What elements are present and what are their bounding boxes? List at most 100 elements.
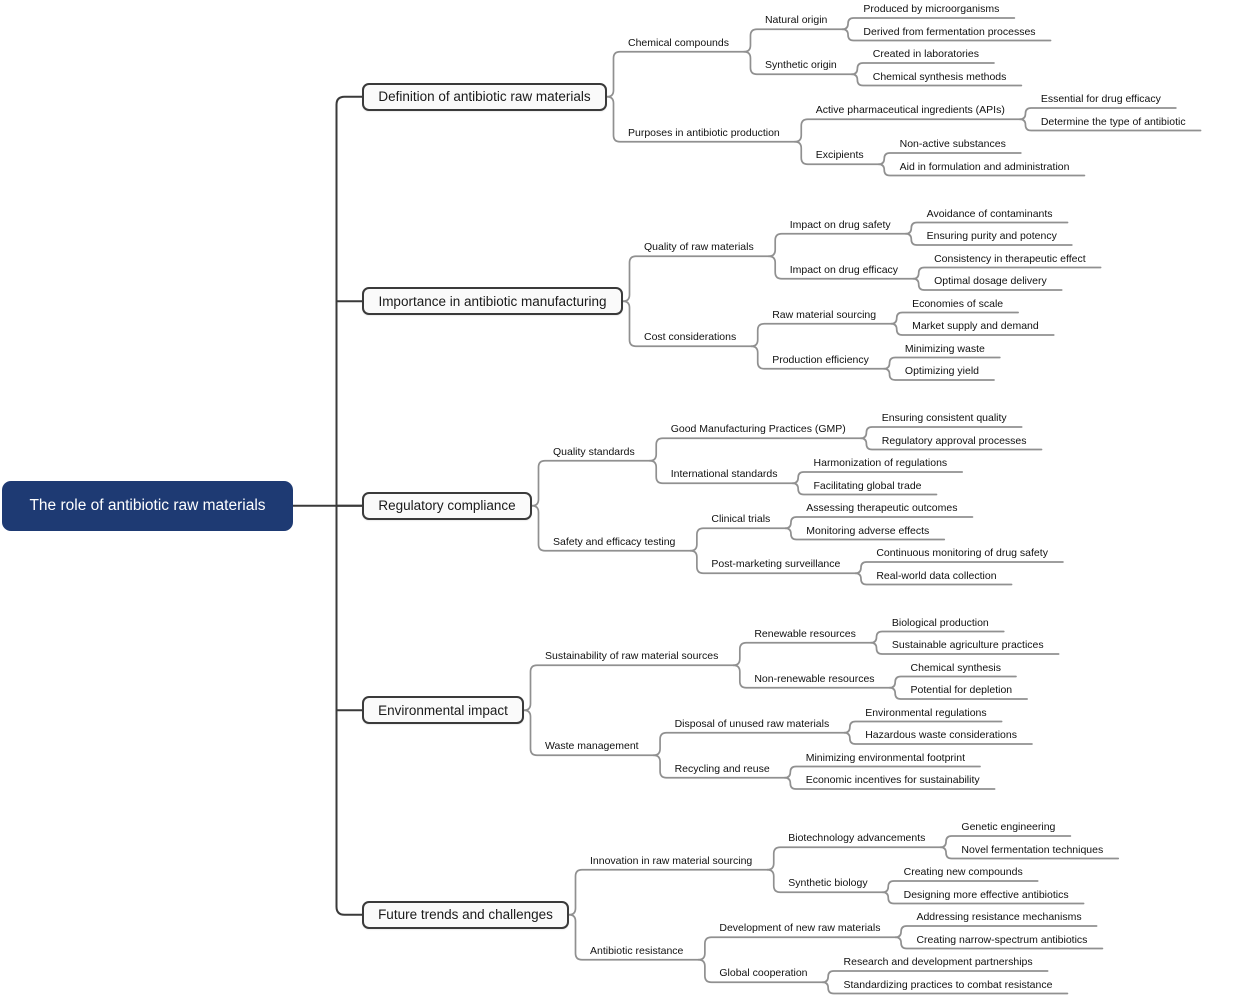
link-line (843, 720, 1003, 734)
node-assessing-therapeutic-outcomes[interactable]: Assessing therapeutic outcomes (806, 502, 958, 514)
link-line (877, 163, 1086, 177)
node-research-and-development-partnerships[interactable]: Research and development partnerships (843, 956, 1033, 968)
link-line (890, 322, 1055, 336)
node-purposes-in-antibiotic-production[interactable]: Purposes in antibiotic production (628, 126, 780, 139)
node-harmonization-of-regulations[interactable]: Harmonization of regulations (813, 457, 948, 469)
node-environmental-impact[interactable]: Environmental impact (362, 696, 524, 725)
node-optimal-dosage-delivery[interactable]: Optimal dosage delivery (934, 275, 1047, 287)
node-created-in-laboratories[interactable]: Created in laboratories (872, 48, 979, 60)
node-non-renewable-resources[interactable]: Non-renewable resources (754, 672, 875, 685)
node-designing-more-effective-antibiotics[interactable]: Designing more effective antibiotics (903, 888, 1069, 901)
node-avoidance-of-contaminants[interactable]: Avoidance of contaminants (926, 207, 1053, 220)
node-hazardous-waste-considerations[interactable]: Hazardous waste considerations (865, 729, 1017, 741)
node-quality-of-raw-materials[interactable]: Quality of raw materials (644, 241, 754, 254)
node-importance-in-antibiotic-manufacturing[interactable]: Importance in antibiotic manufacturing (362, 287, 623, 316)
node-biological-production[interactable]: Biological production (891, 616, 989, 629)
node-chemical-synthesis-methods[interactable]: Chemical synthesis methods (872, 70, 1007, 83)
node-definition-of-antibiotic-raw-materials[interactable]: Definition of antibiotic raw materials (362, 82, 607, 111)
node-potential-for-depletion[interactable]: Potential for depletion (910, 684, 1013, 696)
node-minimizing-waste[interactable]: Minimizing waste (904, 342, 985, 355)
link-line (888, 675, 1017, 689)
node-good-manufacturing-practices-gmp[interactable]: Good Manufacturing Practices (GMP) (670, 423, 846, 436)
link-line (859, 437, 1043, 451)
node-genetic-engineering[interactable]: Genetic engineering (961, 821, 1056, 833)
node-renewable-resources[interactable]: Renewable resources (754, 627, 856, 640)
node-natural-origin[interactable]: Natural origin (764, 14, 828, 27)
node-clinical-trials[interactable]: Clinical trials (711, 513, 771, 526)
node-innovation-in-raw-material-sourcing[interactable]: Innovation in raw material sourcing (590, 854, 753, 867)
node-excipients[interactable]: Excipients (815, 149, 864, 162)
node-chemical-synthesis[interactable]: Chemical synthesis (910, 661, 1001, 674)
node-ensuring-consistent-quality[interactable]: Ensuring consistent quality (881, 412, 1007, 424)
node-novel-fermentation-techniques[interactable]: Novel fermentation techniques (961, 843, 1104, 856)
node-aid-in-formulation-and-administration[interactable]: Aid in formulation and administration (899, 160, 1070, 173)
node-economies-of-scale[interactable]: Economies of scale (912, 297, 1004, 310)
node-consistency-in-therapeutic-effect[interactable]: Consistency in therapeutic effect (934, 252, 1086, 265)
node-economic-incentives-for-sustainability[interactable]: Economic incentives for sustainability (805, 774, 980, 786)
node-antibiotic-resistance[interactable]: Antibiotic resistance (590, 944, 684, 957)
node-future-trends-and-challenges[interactable]: Future trends and challenges (362, 900, 569, 929)
link-line (783, 765, 981, 779)
node-biotechnology-advancements[interactable]: Biotechnology advancements (788, 832, 926, 845)
node-synthetic-biology[interactable]: Synthetic biology (788, 877, 868, 890)
node-environmental-regulations[interactable]: Environmental regulations (865, 706, 987, 719)
link-line (881, 880, 1039, 894)
node-minimizing-environmental-footprint[interactable]: Minimizing environmental footprint (805, 751, 966, 764)
node-essential-for-drug-efficacy[interactable]: Essential for drug efficacy (1040, 93, 1161, 105)
node-impact-on-drug-efficacy[interactable]: Impact on drug efficacy (789, 263, 899, 276)
node-real-world-data-collection[interactable]: Real-world data collection (876, 569, 997, 582)
node-production-efficiency[interactable]: Production efficiency (772, 353, 869, 366)
node-regulatory-approval-processes[interactable]: Regulatory approval processes (881, 434, 1027, 447)
link-line (697, 936, 897, 961)
node-facilitating-global-trade[interactable]: Facilitating global trade (813, 479, 922, 492)
root-node[interactable]: The role of antibiotic raw materials (2, 480, 293, 531)
link-line (767, 232, 907, 258)
link-line (912, 266, 1102, 280)
node-quality-standards[interactable]: Quality standards (553, 445, 635, 458)
link-line (821, 981, 1069, 995)
link-line (523, 709, 655, 757)
node-chemical-compounds[interactable]: Chemical compounds (628, 36, 729, 49)
node-regulatory-compliance[interactable]: Regulatory compliance (362, 491, 532, 520)
node-waste-management[interactable]: Waste management (545, 740, 639, 753)
node-sustainability-of-raw-material-sources[interactable]: Sustainability of raw material sources (545, 650, 719, 663)
link-line (883, 356, 1001, 370)
node-raw-material-sourcing[interactable]: Raw material sourcing (772, 308, 877, 321)
link-line (606, 50, 745, 98)
link-line (766, 868, 884, 894)
node-standardizing-practices-to-combat-resistance[interactable]: Standardizing practices to combat resist… (843, 978, 1053, 991)
node-derived-from-fermentation-processes[interactable]: Derived from fermentation processes (863, 25, 1036, 38)
link-line (793, 118, 1021, 143)
node-creating-narrow-spectrum-antibiotics[interactable]: Creating narrow-spectrum antibiotics (916, 933, 1088, 946)
node-continuous-monitoring-of-drug-safety[interactable]: Continuous monitoring of drug safety (876, 547, 1048, 559)
link-line (523, 664, 735, 712)
node-global-cooperation[interactable]: Global cooperation (719, 967, 808, 980)
link-line (743, 50, 853, 76)
node-optimizing-yield[interactable]: Optimizing yield (904, 365, 980, 377)
link-line (531, 504, 692, 552)
node-non-active-substances[interactable]: Non-active substances (899, 138, 1006, 150)
link-line (939, 835, 1072, 849)
link-line (732, 664, 891, 689)
node-produced-by-microorganisms[interactable]: Produced by microorganisms (863, 3, 1000, 15)
node-addressing-resistance-mechanisms[interactable]: Addressing resistance mechanisms (916, 911, 1082, 923)
node-market-supply-and-demand[interactable]: Market supply and demand (912, 320, 1039, 332)
node-determine-the-type-of-antibiotic[interactable]: Determine the type of antibiotic (1040, 115, 1186, 128)
node-international-standards[interactable]: International standards (670, 468, 778, 481)
node-development-of-new-raw-materials[interactable]: Development of new raw materials (719, 922, 881, 935)
node-active-pharmaceutical-ingredients-apis[interactable]: Active pharmaceutical ingredients (APIs) (815, 104, 1005, 117)
link-line (939, 846, 1120, 860)
node-monitoring-adverse-effects[interactable]: Monitoring adverse effects (806, 524, 930, 537)
node-safety-and-efficacy-testing[interactable]: Safety and efficacy testing (553, 535, 676, 548)
node-ensuring-purity-and-potency[interactable]: Ensuring purity and potency (926, 230, 1057, 242)
node-synthetic-origin[interactable]: Synthetic origin (764, 59, 837, 72)
node-cost-considerations[interactable]: Cost considerations (644, 331, 737, 344)
node-creating-new-compounds[interactable]: Creating new compounds (903, 866, 1023, 878)
node-sustainable-agriculture-practices[interactable]: Sustainable agriculture practices (891, 639, 1044, 651)
node-disposal-of-unused-raw-materials[interactable]: Disposal of unused raw materials (674, 717, 830, 730)
node-post-marketing-surveillance[interactable]: Post-marketing surveillance (711, 558, 841, 571)
node-impact-on-drug-safety[interactable]: Impact on drug safety (789, 218, 891, 231)
node-recycling-and-reuse[interactable]: Recycling and reuse (674, 762, 770, 775)
